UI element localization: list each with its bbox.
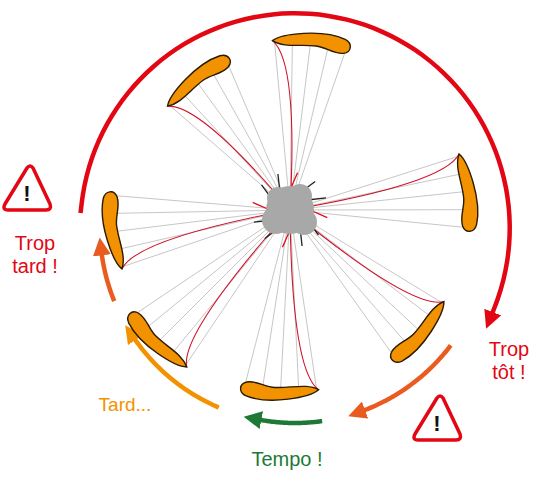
wing [387, 299, 453, 368]
pilot-body [262, 206, 290, 234]
wing-positions [100, 28, 481, 403]
suspension-line [290, 192, 463, 210]
suspension-line [245, 210, 290, 386]
suspension-line [290, 210, 418, 329]
suspension-line [290, 210, 443, 303]
suspension-line [115, 210, 290, 213]
pilot-body [267, 187, 289, 209]
wing [240, 381, 319, 402]
wing [455, 153, 480, 232]
warning-triangle [414, 396, 461, 440]
wing [272, 28, 352, 55]
brake-line [290, 210, 319, 390]
pilot-body [288, 184, 312, 208]
pilot-body [291, 209, 317, 235]
timing-label: Tempo ! [232, 448, 342, 471]
suspension-line [290, 210, 430, 316]
suspension-line [290, 210, 393, 356]
wing [100, 191, 127, 271]
cycle-arrows [81, 13, 510, 423]
suspension-line [290, 174, 461, 210]
pilot [253, 173, 327, 247]
wing [160, 50, 233, 110]
suspension-line [290, 209, 465, 210]
suspension-line [263, 210, 290, 387]
timing-label: Trop tôt ! [482, 338, 536, 384]
warning-mark: ! [422, 411, 452, 436]
brake-line [168, 106, 290, 210]
suspension-line [213, 73, 290, 210]
suspension-line [281, 210, 290, 388]
brake-line [290, 154, 459, 210]
cycle-arrow [258, 419, 322, 423]
suspension-line [227, 63, 290, 210]
suspension-line [169, 105, 290, 210]
suspension-line [113, 195, 290, 210]
suspension-line [290, 210, 299, 389]
suspension-line [290, 210, 406, 343]
brake-line [290, 210, 444, 302]
suspension-line [274, 41, 290, 210]
cycle-arrow [101, 252, 114, 301]
timing-label: Trop tard ! [2, 232, 68, 278]
cycle-arrow [81, 13, 510, 315]
warning-mark: ! [12, 181, 42, 206]
timing-label: Tard... [80, 394, 170, 416]
warning-triangle [4, 166, 51, 210]
wing [122, 309, 189, 376]
suspension-line [290, 156, 459, 210]
